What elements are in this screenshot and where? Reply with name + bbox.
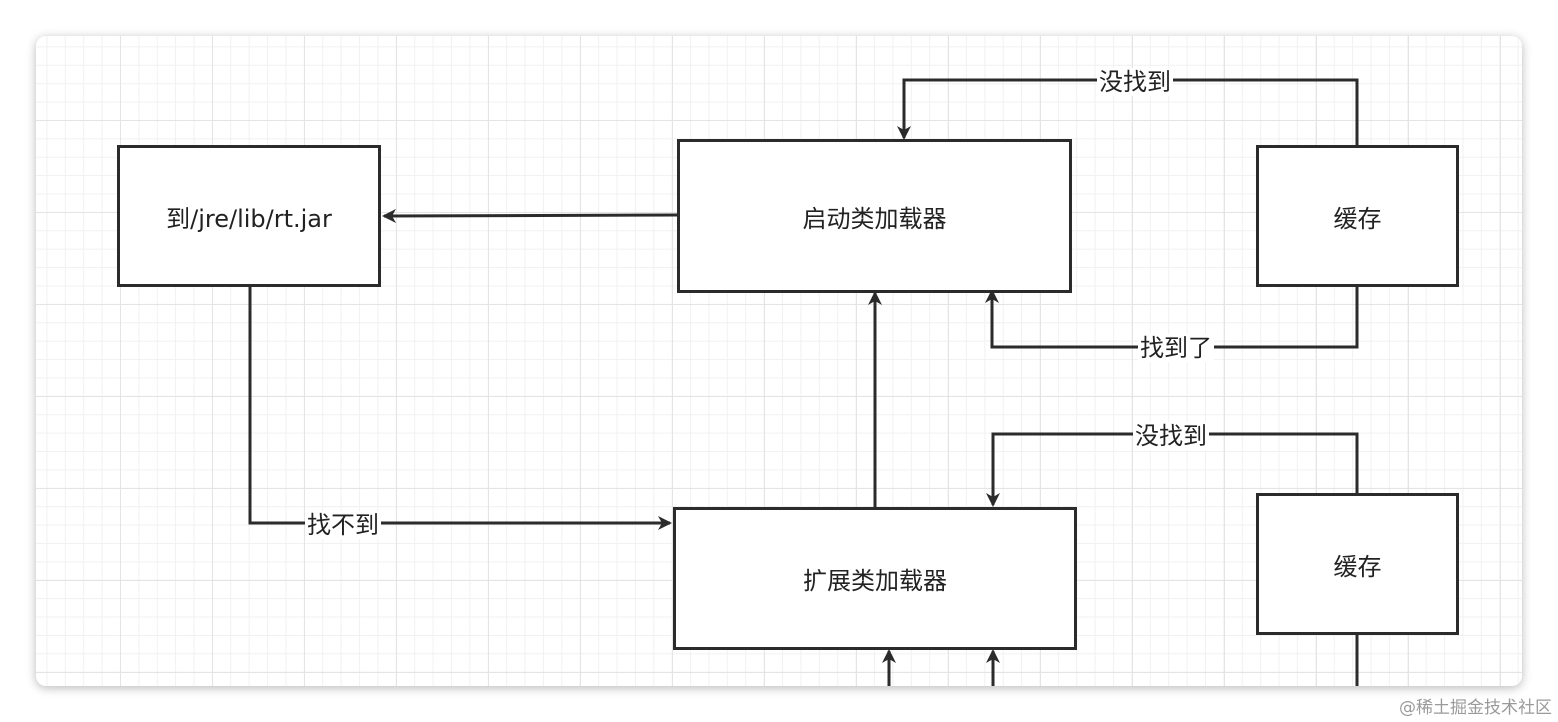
edge-bootstrap-to-rtjar	[382, 208, 678, 223]
node-cache-top: 缓存	[1256, 145, 1459, 287]
node-rtjar: 到/jre/lib/rt.jar	[117, 145, 381, 287]
node-bootstrap-label: 启动类加载器	[802, 204, 947, 233]
node-extension-loader: 扩展类加载器	[673, 507, 1077, 650]
node-cache-bottom: 缓存	[1256, 493, 1459, 635]
edge-label-not-found-top: 没找到	[1097, 68, 1173, 96]
edge-label-cannot-find: 找不到	[305, 511, 381, 539]
edge-label-not-found-mid: 没找到	[1133, 422, 1209, 450]
edge-label-found: 找到了	[1138, 334, 1214, 362]
node-rtjar-label: 到/jre/lib/rt.jar	[166, 204, 332, 233]
node-extension-label: 扩展类加载器	[803, 567, 947, 595]
node-cache-bottom-label: 缓存	[1333, 552, 1382, 581]
watermark: @稀土掘金技术社区	[1399, 698, 1552, 718]
node-bootstrap-loader: 启动类加载器	[677, 139, 1072, 293]
edge-rtjar-cannot-find	[248, 287, 672, 530]
node-cache-top-label: 缓存	[1333, 204, 1382, 233]
